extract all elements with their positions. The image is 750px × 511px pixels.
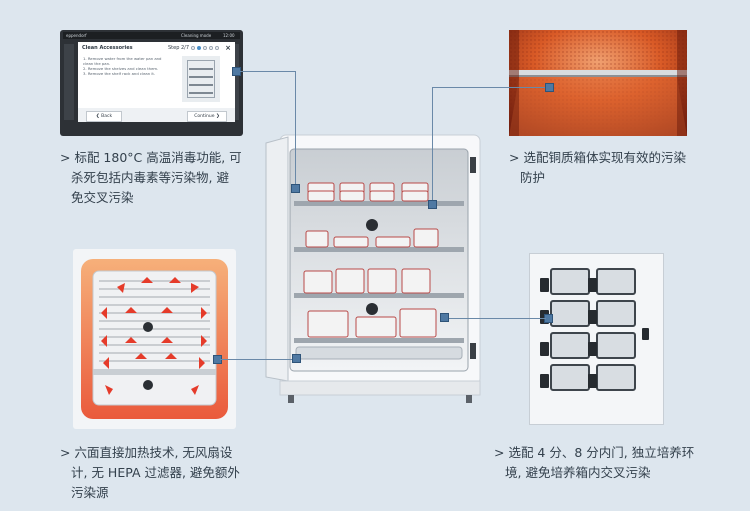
connector-line — [432, 87, 433, 205]
heating-graphic — [81, 259, 228, 419]
status-text: Cleaning mode — [181, 33, 212, 38]
caption-sterilization: > 标配 180°C 高温消毒功能, 可 杀死包括内毒素等污染物, 避 免交叉污… — [60, 148, 242, 208]
step-dot-active — [197, 46, 201, 50]
screen-status-bar: eppendorf Cleaning mode 12:00 — [63, 32, 240, 39]
connector-line — [295, 71, 296, 189]
caption-line: 污染源 — [71, 485, 109, 500]
connector-line — [432, 87, 545, 88]
screen-side-panel — [64, 44, 74, 120]
caption-copper: > 选配铜质箱体实现有效的污染 防护 — [509, 148, 686, 188]
caption-line: 免交叉污染 — [71, 190, 134, 205]
caption-line: > 标配 180°C 高温消毒功能, 可 — [60, 150, 242, 165]
copper-chamber-photo — [509, 30, 687, 136]
continue-button[interactable]: Continue ❯ — [187, 111, 227, 122]
incubator-illustration — [265, 134, 481, 403]
step-dot — [191, 46, 195, 50]
rack-illustration — [182, 56, 220, 102]
caption-line: 防护 — [520, 170, 546, 185]
caption-line: 杀死包括内毒素等污染物, 避 — [71, 170, 229, 185]
connector-marker — [292, 354, 301, 363]
step-dot — [209, 46, 213, 50]
step-dot — [215, 46, 219, 50]
brand-logo: eppendorf — [66, 33, 87, 38]
heat-arrow-icon — [101, 277, 207, 395]
connector-marker — [440, 313, 449, 322]
caption-line: > 选配铜质箱体实现有效的污染 — [509, 150, 686, 165]
caption-line: > 选配 4 分、8 分内门, 独立培养环 — [494, 445, 695, 460]
status-time: 12:00 — [223, 33, 235, 38]
screen-side-panel-right — [233, 44, 239, 120]
connector-line — [240, 71, 296, 72]
dialog-footer: ❮ Back Continue ❯ — [78, 108, 235, 122]
connector-marker — [291, 184, 300, 193]
caption-inner-door: > 选配 4 分、8 分内门, 独立培养环 境, 避免培养箱内交叉污染 — [494, 443, 694, 483]
connector-line — [446, 318, 546, 319]
back-button[interactable]: ❮ Back — [86, 111, 122, 122]
instruction-item: 3. Remove the shelf rack and clean it. — [83, 71, 156, 76]
control-screen: eppendorf Cleaning mode 12:00 Clean Acce… — [60, 30, 243, 136]
step-indicator: Step 2/7 — [168, 45, 190, 51]
caption-line: > 六面直接加热技术, 无风扇设 — [60, 445, 233, 460]
instruction-item: 2. Remove the shelves and clean them. — [83, 66, 159, 71]
step-dot — [203, 46, 207, 50]
close-icon[interactable]: × — [225, 44, 231, 52]
dialog-title: Clean Accessories — [82, 45, 133, 51]
copper-chamber-graphic — [509, 30, 687, 136]
instruction-item: 1. Remove water from the water pan and c… — [83, 56, 162, 66]
caption-line: 境, 避免培养箱内交叉污染 — [505, 465, 651, 480]
caption-line: 计, 无 HEPA 过滤器, 避免额外 — [71, 465, 240, 480]
connector-marker — [545, 83, 554, 92]
instruction-list: 1. Remove water from the water pan and c… — [83, 56, 171, 76]
caption-heating: > 六面直接加热技术, 无风扇设 计, 无 HEPA 过滤器, 避免额外 污染源 — [60, 443, 240, 503]
six-side-heating-panel — [73, 249, 236, 429]
connector-marker — [428, 200, 437, 209]
connector-line — [220, 359, 298, 360]
clean-accessories-dialog: Clean Accessories Step 2/7 × 1. Remove w… — [78, 42, 235, 122]
inner-door-panel — [529, 253, 664, 425]
